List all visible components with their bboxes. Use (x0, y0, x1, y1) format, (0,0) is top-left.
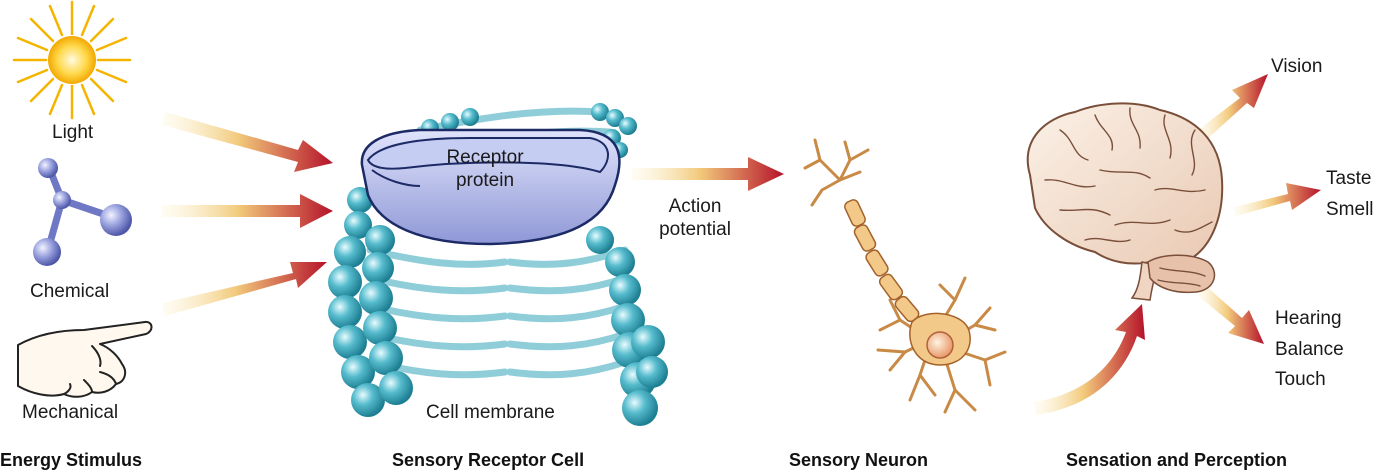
action-potential-label: Action potential (640, 196, 750, 242)
receptor-protein-line2: protein (455, 169, 515, 191)
sensation-perception-caption: Sensation and Perception (1066, 450, 1288, 470)
neuron-icon (803, 138, 1007, 414)
light-label: Light (52, 122, 94, 143)
action-potential-arrow (632, 157, 784, 191)
molecule-icon (33, 158, 132, 266)
neuron-to-brain-arrow (1034, 304, 1145, 415)
pointing-hand-icon (17, 320, 153, 398)
taste-smell-arrow (1234, 183, 1321, 216)
smell-label: Smell (1326, 199, 1374, 220)
brain-icon (1026, 102, 1224, 301)
mechanical-label: Mechanical (22, 402, 119, 423)
cell-membrane (328, 103, 668, 426)
chemical-label: Chemical (30, 281, 110, 302)
sensory-neuron-caption: Sensory Neuron (789, 450, 929, 470)
energy-stimulus-caption: Energy Stimulus (0, 450, 143, 470)
vision-label: Vision (1271, 56, 1323, 77)
sun-icon (12, 0, 132, 120)
cell-membrane-label: Cell membrane (426, 402, 555, 423)
action-potential-line2: potential (659, 218, 731, 240)
receptor-protein-line1: Receptor (446, 147, 524, 168)
action-potential-line1: Action (668, 196, 722, 217)
touch-label: Touch (1275, 369, 1326, 390)
light-arrow (162, 112, 333, 172)
chemical-arrow (162, 194, 333, 228)
mechanical-arrow (162, 262, 327, 316)
receptor-protein-label: Receptor protein (430, 147, 540, 193)
vision-arrow (1198, 74, 1268, 140)
stimulus-arrows (162, 74, 1321, 415)
receptor-protein (360, 128, 621, 246)
hearing-label: Hearing (1275, 308, 1342, 329)
sensory-receptor-cell-caption: Sensory Receptor Cell (392, 450, 585, 470)
taste-label: Taste (1326, 168, 1372, 189)
hearing-arrow (1198, 286, 1264, 344)
balance-label: Balance (1275, 339, 1344, 360)
